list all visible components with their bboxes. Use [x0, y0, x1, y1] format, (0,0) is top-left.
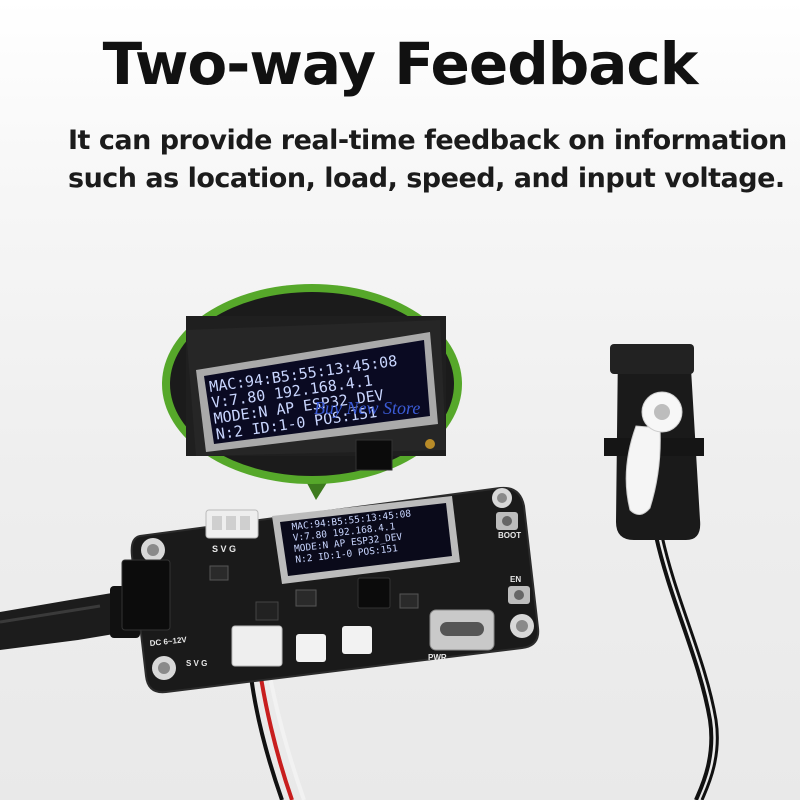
svg-text:MAC:94:B5:55:13:45:08: MAC:94:B5:55:13:45:08 V:7.80 192.168.4.1… [291, 508, 421, 566]
zoom-oled-display: MAC:94:B5:55:13:45:08 V:7.80 192.168.4.1… [196, 332, 438, 452]
zoom-callout: MAC:94:B5:55:13:45:08 V:7.80 192.168.4.1… [162, 284, 462, 500]
label-en: EN [510, 575, 521, 584]
label-boot: BOOT [498, 531, 521, 540]
label-svg-top: S V G [212, 544, 236, 554]
servo-motor [604, 344, 719, 800]
label-svg-bottom: S V G [186, 659, 207, 668]
board-oled-display: MAC:94:B5:55:13:45:08 V:7.80 192.168.4.1… [272, 496, 460, 584]
label-pwr: PWR [428, 653, 447, 662]
white-header-2 [342, 626, 372, 654]
chip [357, 577, 391, 609]
usb-c-port [429, 609, 495, 651]
label-dc: DC 6~12V [149, 635, 188, 648]
white-header-1 [296, 634, 326, 662]
watermark-text: Buy New Store [314, 398, 420, 418]
driver-board: MAC:94:B5:55:13:45:08 V:7.80 192.168.4.1… [121, 486, 540, 694]
page-title: Two-way Feedback [102, 30, 699, 98]
dc-power-cable [0, 586, 140, 650]
subtitle-line-1: It can provide real-time feedback on inf… [68, 125, 787, 156]
subtitle-line-2: such as location, load, speed, and input… [68, 163, 785, 194]
page-subtitle: It can provide real-time feedback on inf… [68, 122, 787, 198]
servo-connector-top [205, 509, 259, 539]
servo-connector-bottom [231, 625, 283, 667]
